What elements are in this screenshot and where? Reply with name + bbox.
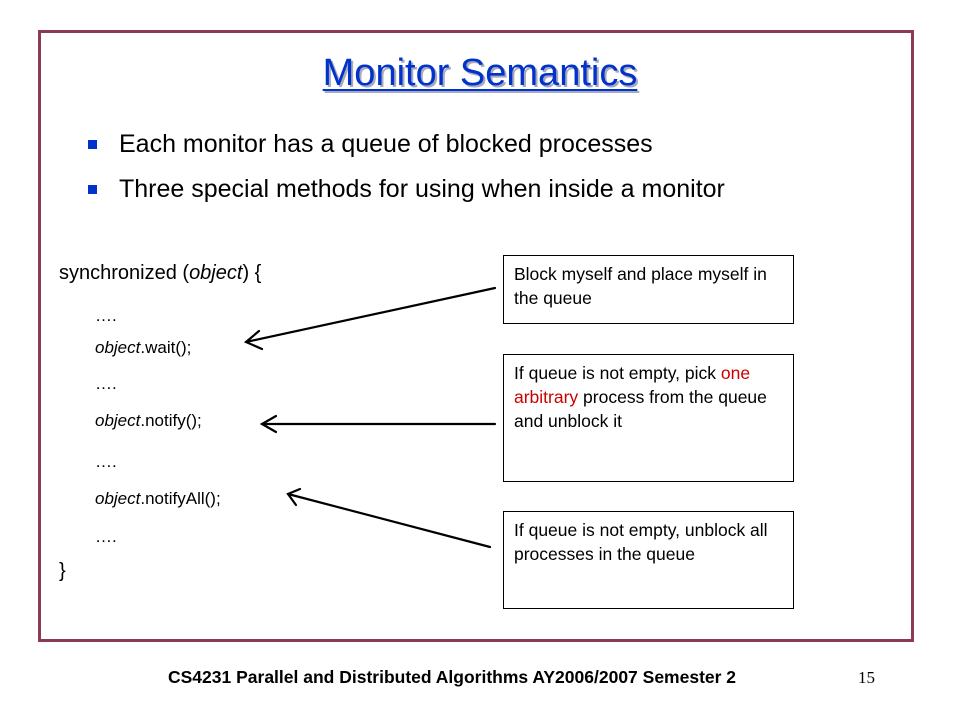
synchronized-keyword: synchronized — [59, 262, 177, 284]
code-object: object — [95, 338, 141, 357]
callout-notify-text: If queue is not empty, pick — [514, 363, 721, 383]
code-object: object — [95, 411, 141, 430]
code-object: object — [95, 489, 141, 508]
bullet-item: Each monitor has a queue of blocked proc… — [84, 128, 725, 173]
callout-notify-highlight: one arbitrary — [514, 363, 751, 407]
arrow-head-wait — [243, 329, 264, 351]
code-line-notify: object.notify(); — [95, 411, 202, 431]
code-paren-close: ) { — [242, 262, 262, 284]
code-line-notifyall: object.notifyAll(); — [95, 489, 221, 509]
footer-course: CS4231 Parallel and Distributed Algorith… — [168, 667, 737, 687]
callout-wait: Block myself and place myself in the que… — [503, 255, 794, 324]
bullet-item: Three special methods for using when ins… — [84, 173, 725, 218]
arrow-head-notify — [259, 414, 278, 434]
code-closing-brace: } — [59, 560, 66, 582]
code-paren-open: ( — [176, 262, 190, 284]
code-ellipsis: …. — [95, 374, 117, 393]
page-number: 15 — [858, 668, 875, 687]
arrow-notifyall — [286, 492, 492, 549]
bullet-list: Each monitor has a queue of blocked proc… — [84, 128, 725, 218]
code-ellipsis: …. — [95, 452, 117, 471]
code-notifyall-call: .notifyAll(); — [140, 489, 221, 508]
code-wait-call: .wait(); — [140, 338, 192, 357]
code-line-wait: object.wait(); — [95, 338, 191, 358]
arrow-head-notifyall — [286, 487, 302, 507]
slide-title: Monitor Semantics — [322, 52, 638, 94]
callout-notify-text: process from the queue and unblock it — [514, 387, 767, 431]
code-line-synchronized: synchronized (object) { — [59, 262, 261, 285]
arrow-wait — [244, 286, 497, 344]
code-ellipsis: …. — [95, 527, 117, 546]
code-ellipsis: …. — [95, 306, 117, 325]
callout-notify: If queue is not empty, pick one arbitrar… — [503, 354, 794, 482]
code-object-param: object — [189, 262, 243, 284]
callout-notifyall: If queue is not empty, unblock all proce… — [503, 511, 794, 609]
code-notify-call: .notify(); — [140, 411, 202, 430]
